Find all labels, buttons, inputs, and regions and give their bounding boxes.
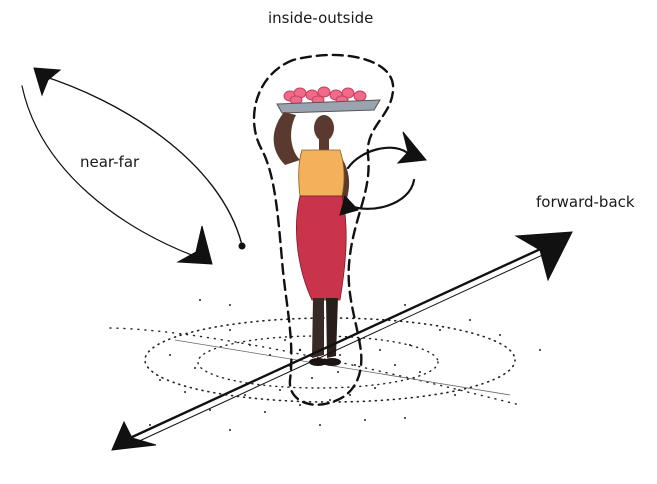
skirt <box>296 196 346 300</box>
tank-top <box>299 150 344 196</box>
ground-scatter-dots <box>149 299 541 431</box>
raised-arm <box>274 112 300 165</box>
rotation-arrow <box>340 132 426 215</box>
inside-outside-label: inside-outside <box>268 9 373 27</box>
head <box>314 115 334 141</box>
near-far-label: near-far <box>80 153 139 171</box>
woman-figure <box>274 87 380 366</box>
forward-back-label: forward-back <box>536 193 635 211</box>
